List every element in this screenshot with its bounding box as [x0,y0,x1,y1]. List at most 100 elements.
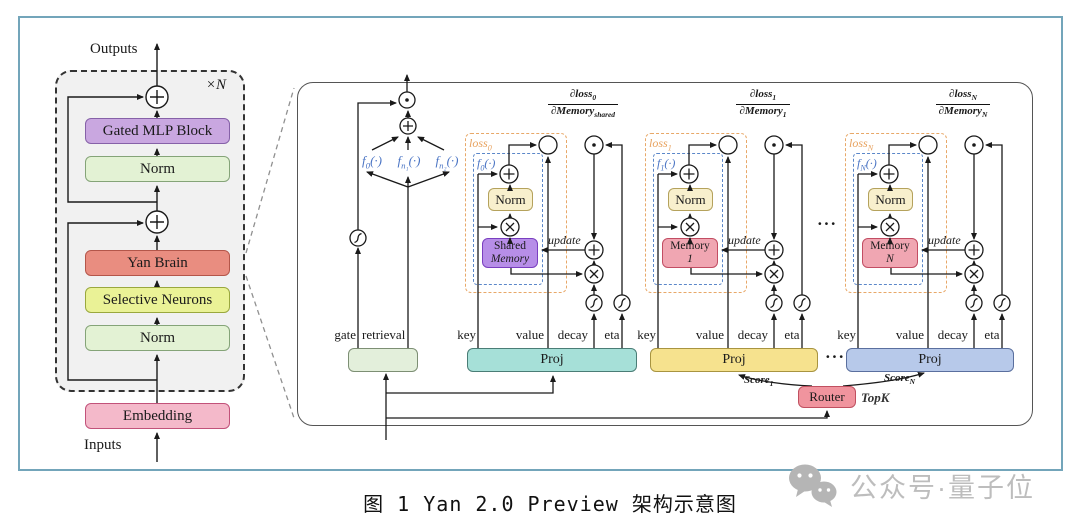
f-sub: N [860,163,866,173]
ellipsis-proj: ··· [824,347,845,366]
update-label: update [728,233,761,247]
loss-dashed-box [465,133,567,293]
loss-dashed-box [845,133,947,293]
norm-box: Norm [668,188,713,211]
yan-brain-detail-panel [297,82,1033,426]
grad-denominator: ∂Memory1 [736,104,790,121]
retrieval-label: retrieval [362,327,406,342]
value-label: value [515,327,544,342]
loss-sub: 0 [487,143,492,153]
f-args: (·) [865,156,877,170]
f-base: f [397,153,402,168]
f-args: (·) [446,153,459,168]
grad-den-sub: N [981,110,988,120]
f-sub: 1 [660,163,665,173]
grad-denominator: ∂Memoryshared [547,104,619,121]
loss-dashed-box [645,133,747,293]
key-label: key [457,327,476,342]
f-tag: fN(·) [857,156,877,172]
f-args: (·) [484,156,496,170]
ellipsis-columns: ··· [816,214,837,233]
gated-mlp-block: Gated MLP Block [85,118,230,144]
f-sub: n₁ [401,160,409,171]
decay-label: decay [737,327,768,342]
value-label: value [895,327,924,342]
memory-n-box: Memory N [862,238,918,268]
memory-column-1: loss1 f1(·) Norm Memory 1 ∂loss1 ∂Memory… [613,0,853,420]
memory-line1: Memory [870,240,910,252]
f-base: f [657,156,661,170]
eta-label: eta [784,327,800,342]
grad-numerator: ∂lossN [913,88,1013,104]
key-label: key [637,327,656,342]
loss-tag: loss0 [469,136,492,152]
loss-base: loss [849,136,868,150]
fn1-function-label: fn₁(·) [388,153,430,171]
repeat-count-label: ×N [205,77,227,93]
update-label: update [548,233,581,247]
wechat-icon [789,464,837,507]
value-label: value [695,327,724,342]
embedding-block: Embedding [85,403,230,429]
watermark-text: 公众号·量子位 [850,472,1035,503]
norm-box: Norm [488,188,533,211]
selective-neurons-block: Selective Neurons [85,287,230,313]
loss-tag: loss1 [649,136,672,152]
f-dashed-box [853,153,923,285]
proj-memory-n: Proj [846,348,1014,372]
score-n-label: ScoreN [884,372,915,386]
f-tag: f0(·) [477,156,495,172]
f-base: f [857,156,861,170]
f0-function-label: f0(·) [351,153,393,171]
norm-block-top: Norm [85,156,230,182]
gradient-label: ∂loss1 ∂Memory1 [713,88,813,121]
f-dashed-box [473,153,543,285]
proj-memory-1: Proj [650,348,818,372]
grad-num-sub: 1 [772,93,777,103]
f-args: (·) [664,156,676,170]
grad-num-sub: 0 [592,93,597,103]
f-tag: f1(·) [657,156,675,172]
norm-box: Norm [868,188,913,211]
eta-label: eta [604,327,620,342]
eta-label: eta [984,327,1000,342]
memory-line2: Memory [490,253,530,265]
loss-base: loss [469,136,488,150]
inputs-label: Inputs [84,437,122,453]
figure-border-frame [18,16,1063,471]
memory-line1: Shared [494,240,526,252]
gate-label: gate [334,327,356,342]
memory-line1: Memory [670,240,710,252]
router-box: Router [798,386,856,408]
score-sub: 1 [769,379,774,389]
grad-den-base: ∂Memory [938,105,982,118]
shared-memory-box: Shared Memory [482,238,538,268]
grad-den-base: ∂Memory [739,105,783,118]
grad-den-sub: 1 [782,110,787,120]
memory-line2: N [886,253,894,265]
grad-num-sub: N [971,93,977,103]
grad-numerator: ∂loss0 [533,88,633,104]
gradient-label: ∂loss0 ∂Memoryshared [533,88,633,121]
loss-tag: lossN [849,136,873,152]
outputs-label: Outputs [90,41,138,57]
score-base: Score [884,372,910,384]
grad-num-base: ∂loss [949,88,972,100]
proj-gate-retrieval [348,348,418,372]
yan-brain-block: Yan Brain [85,250,230,276]
topk-label: TopK [861,390,890,405]
score-1-label: Score1 [744,374,773,388]
score-base: Score [744,374,770,386]
grad-num-base: ∂loss [749,88,773,100]
f-base: f [435,153,440,168]
f-sub: 0 [480,163,485,173]
f-sub: n₂ [439,160,447,171]
grad-denominator: ∂MemoryN [935,104,991,121]
f-args: (·) [370,153,382,168]
grad-den-base: ∂Memory [550,105,595,118]
norm-block-bottom: Norm [85,325,230,351]
fn2-function-label: fn₂(·) [426,153,468,171]
memory-1-box: Memory 1 [662,238,718,268]
f-args: (·) [408,153,421,168]
